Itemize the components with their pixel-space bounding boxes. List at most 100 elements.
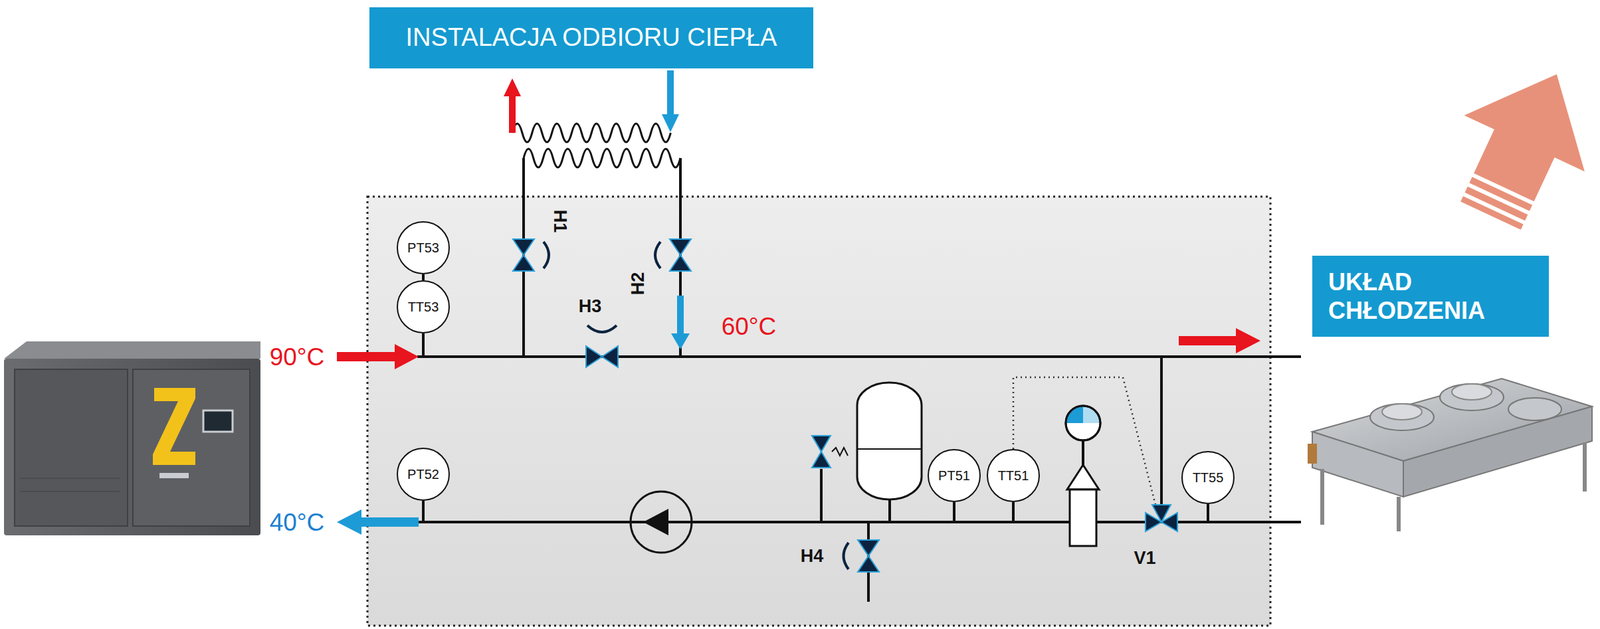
temperature-label: 60°C: [721, 314, 777, 339]
heat-exchanger: [512, 123, 681, 168]
module-frame: [367, 196, 1271, 626]
pipe: [421, 500, 425, 523]
cooler-image: [1508, 398, 1562, 421]
pipe: [421, 274, 425, 281]
valve-symbol: [811, 435, 831, 452]
valve-handle: [587, 325, 617, 333]
pipe: [819, 469, 823, 523]
cooler-image: [1382, 403, 1422, 420]
compressor-image: [203, 410, 233, 432]
pump-symbol: [643, 508, 669, 536]
pressure-sensor: PT53: [396, 221, 450, 275]
flow-arrow: [667, 70, 674, 117]
pipe: [952, 502, 956, 523]
flow-arrow: [661, 114, 680, 133]
valve-handle: [655, 241, 661, 269]
heat-out-arrow: [1462, 194, 1525, 224]
temperature-sensor: TT53: [396, 280, 450, 334]
gauge-device: [1065, 405, 1101, 441]
pipe: [421, 333, 425, 357]
gauge-device: [1067, 465, 1100, 490]
flow-arrow: [508, 93, 516, 133]
valve-handle: [543, 241, 549, 269]
node-text: TT55: [1192, 470, 1224, 486]
valve-label: H4: [800, 547, 824, 566]
pipe: [417, 158, 1301, 602]
node-text: PT51: [938, 468, 971, 484]
pipe: [1011, 502, 1015, 523]
compressor-image: [159, 473, 189, 479]
node-text: TT53: [407, 299, 440, 315]
valve-symbol: [512, 239, 535, 256]
valve-label: H2: [629, 272, 648, 296]
valve-label: H3: [578, 297, 602, 316]
valve-symbol: [586, 346, 602, 368]
heat-out-arrow: [1430, 45, 1600, 244]
flow-arrow: [358, 517, 419, 527]
flow-arrow: [503, 78, 521, 97]
valve-label: V1: [1133, 549, 1156, 568]
gauge-device: [1065, 405, 1101, 441]
cooler-image: [1451, 384, 1492, 400]
pipe: [1081, 440, 1085, 466]
valve-symbol: [857, 556, 880, 573]
valve-symbol: [857, 540, 880, 557]
node-text: PT53: [407, 240, 440, 256]
pressure-sensor: PT51: [927, 449, 981, 503]
cooler-image: [1439, 384, 1504, 411]
valve-symbol: [512, 239, 1178, 573]
cooler-image: [1312, 431, 1404, 498]
valve-label: H1: [550, 209, 569, 234]
valve-handle: [843, 542, 850, 570]
pipe: [417, 355, 1301, 359]
compressor-image: [19, 477, 120, 480]
flow-arrow: [1178, 336, 1239, 346]
spring-symbol: [831, 447, 848, 456]
pressure-sensor: PT52: [396, 447, 450, 501]
flow-arrow: [677, 295, 684, 337]
flow-arrow: [336, 295, 1261, 535]
valve-handle: [543, 241, 849, 570]
pipe: [1206, 504, 1210, 523]
expansion-tank: [857, 382, 922, 500]
pipe: [1160, 356, 1163, 507]
valve-symbol: [1152, 504, 1171, 523]
flow-arrow: [336, 352, 399, 362]
cooler-image: [1307, 443, 1317, 464]
gauge-device: [1065, 405, 1101, 547]
flow-arrow: [1235, 328, 1261, 354]
valve-symbol: [601, 346, 618, 368]
expansion-tank: [857, 382, 922, 500]
node-text: PT52: [407, 467, 440, 483]
valve-symbol: [669, 255, 692, 272]
cooling-system-box: UKŁAD CHŁODZENIA: [1312, 255, 1549, 337]
compressor-image: [3, 358, 261, 536]
compressor-image: [152, 388, 196, 466]
node-text: TT51: [998, 468, 1030, 484]
valve-symbol: [512, 255, 535, 272]
compressor-image: [3, 341, 261, 536]
gauge-device: [1069, 489, 1097, 547]
node-text: INSTALACJA ODBIORU CIEPŁA: [405, 22, 778, 54]
flow-arrow: [394, 344, 419, 370]
pump-symbol: [630, 491, 692, 553]
cooler-image: [1582, 442, 1587, 492]
temperature-label: 40°C: [269, 510, 325, 535]
pump-symbol: [630, 491, 692, 553]
heat-consumer-box: INSTALACJA ODBIORU CIEPŁA: [369, 7, 814, 69]
compressor-image: [14, 369, 128, 527]
flow-arrow: [503, 70, 680, 133]
temperature-label: 90°C: [269, 344, 325, 370]
compressor-image: [19, 491, 120, 493]
compressor-image: [3, 341, 261, 359]
valve-symbol: [669, 239, 692, 256]
flow-arrow: [671, 333, 690, 350]
cooler-image: [1307, 378, 1593, 532]
temperature-sensor: TT55: [1181, 451, 1235, 505]
node-text: UKŁAD CHŁODZENIA: [1328, 267, 1533, 325]
pipe: [888, 499, 892, 523]
cooler-image: [1396, 497, 1401, 532]
compressor-image: [132, 369, 250, 527]
flow-arrow: [336, 509, 362, 535]
